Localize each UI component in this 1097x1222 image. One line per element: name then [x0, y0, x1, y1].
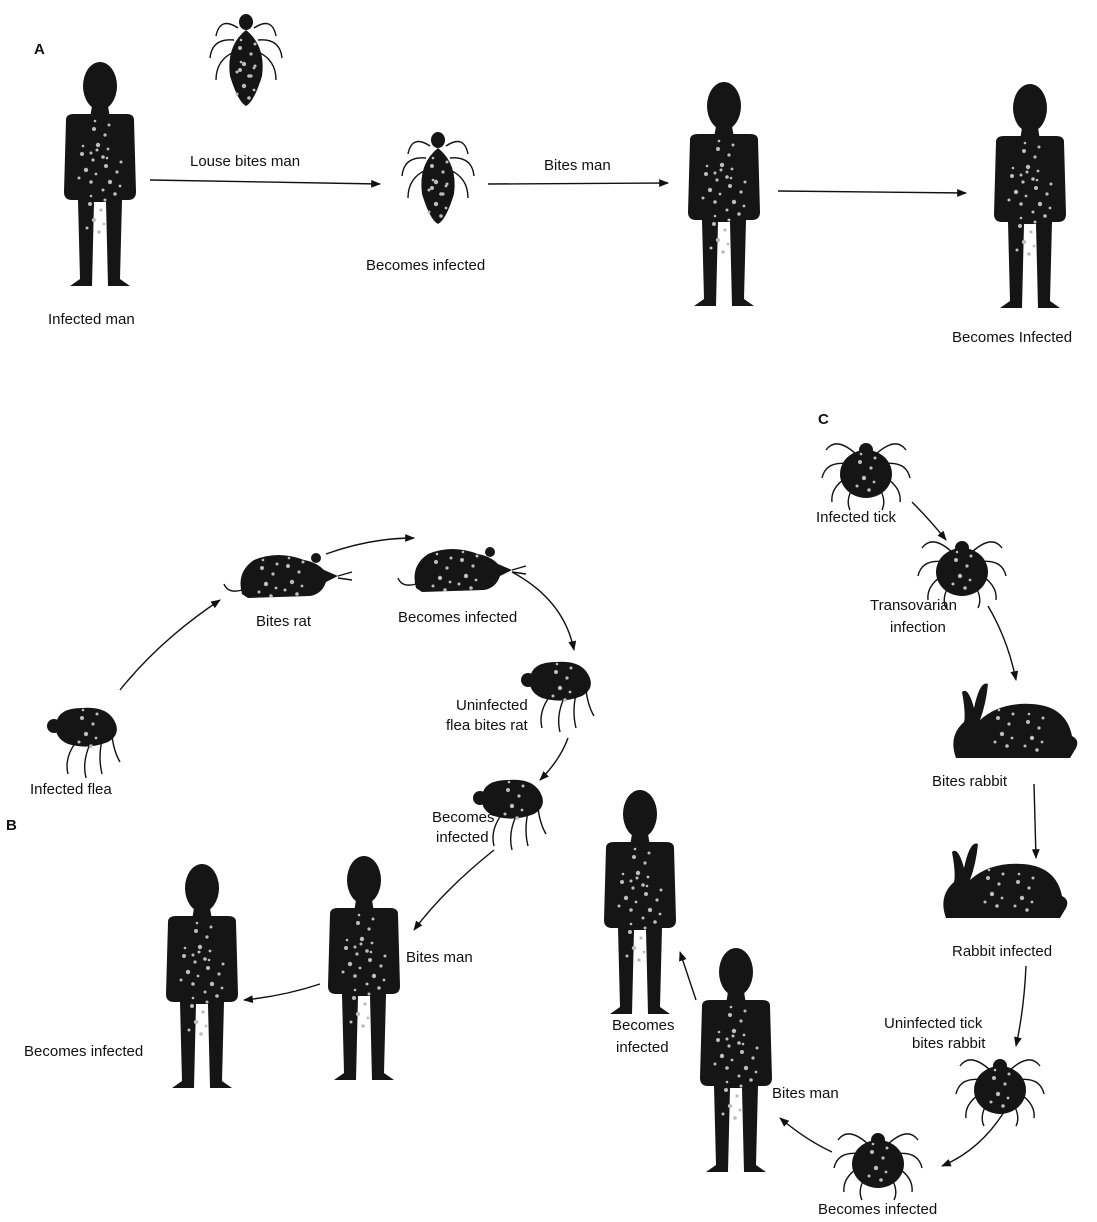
rabbit-icon-infected [943, 844, 1067, 919]
label-uninfected-flea-line2: flea bites rat [446, 717, 529, 734]
arrow-b3 [512, 572, 574, 650]
label-bites-rabbit: Bites rabbit [932, 773, 1008, 790]
label-man-becomes-infected-b: Becomes infected [24, 1043, 143, 1060]
uninfected-flea-icon [521, 662, 594, 732]
arrow-c5 [942, 1112, 1004, 1166]
arrow-b1 [120, 600, 220, 690]
becomes-infected-man-figure-a [994, 84, 1066, 308]
label-man-becomes-infected-a: Becomes Infected [952, 329, 1072, 346]
bitten-man-figure-a [688, 82, 760, 306]
louse-icon-infected [402, 132, 474, 224]
arrow-c6 [780, 1118, 832, 1152]
label-rat-becomes-infected: Becomes infected [398, 609, 517, 626]
arrow-b5 [414, 850, 494, 930]
label-transovarian-line1: Transovarian [870, 597, 957, 614]
panel-b-label: B [6, 817, 17, 834]
rabbit-icon-bites [953, 684, 1077, 759]
rat-icon-bites [224, 553, 352, 598]
arrow-a2 [488, 183, 668, 184]
label-uninfected-tick-line2: bites rabbit [912, 1035, 986, 1052]
label-man-becomes-line1: Becomes [612, 1017, 675, 1034]
arrow-b6 [244, 984, 320, 1000]
arrow-a3 [778, 191, 966, 193]
label-infected-flea: Infected flea [30, 781, 112, 798]
rat-icon-infected [398, 547, 526, 592]
label-infected-man: Infected man [48, 311, 135, 328]
arrow-c2 [988, 606, 1016, 680]
bitten-man-figure-b [328, 856, 400, 1080]
panel-c-label: C [818, 411, 829, 428]
label-uninfected-flea-line1: Uninfected [456, 697, 528, 714]
arrow-a1 [150, 180, 380, 184]
label-flea-becomes-line1: Becomes [432, 809, 495, 826]
becomes-infected-man-figure-b [166, 864, 238, 1088]
arrow-b4 [540, 738, 568, 780]
arrow-b2 [326, 538, 414, 554]
label-uninfected-tick-line1: Uninfected tick [884, 1015, 983, 1032]
label-bites-man-b: Bites man [406, 949, 473, 966]
louse-icon-top [210, 14, 282, 106]
becomes-infected-tick-icon [834, 1133, 922, 1200]
infected-tick-icon [822, 443, 910, 510]
label-bites-man-c: Bites man [772, 1085, 839, 1102]
label-rabbit-infected: Rabbit infected [952, 943, 1052, 960]
label-louse-bites-man: Louse bites man [190, 153, 300, 170]
label-bites-rat: Bites rat [256, 613, 312, 630]
uninfected-tick-icon [956, 1059, 1044, 1126]
label-man-becomes-line2: infected [616, 1039, 669, 1056]
arrow-c4 [1016, 966, 1026, 1046]
label-flea-becomes-line2: infected [436, 829, 489, 846]
arrow-c3 [1034, 784, 1036, 858]
infected-flea-icon [47, 708, 120, 778]
bitten-man-figure-c [700, 948, 772, 1172]
infected-man-figure-a [64, 62, 136, 286]
label-bites-man-a: Bites man [544, 157, 611, 174]
label-tick-becomes-infected: Becomes infected [818, 1201, 937, 1218]
arrow-c1 [912, 502, 946, 540]
arrow-c7 [680, 952, 696, 1000]
becomes-infected-man-figure-c [604, 790, 676, 1014]
label-louse-becomes-infected: Becomes infected [366, 257, 485, 274]
label-transovarian-line2: infection [890, 619, 946, 636]
panel-a-label: A [34, 41, 45, 58]
label-infected-tick: Infected tick [816, 509, 897, 526]
